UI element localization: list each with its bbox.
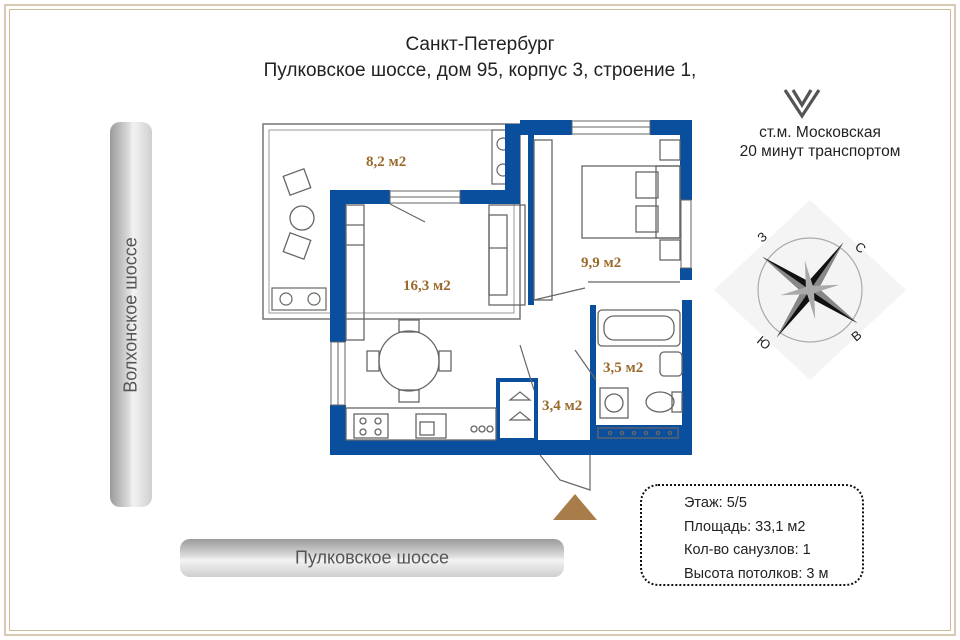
compass-rose-icon: З С В Ю	[714, 200, 906, 380]
info-ceiling: Высота потолков: 3 м	[684, 565, 829, 582]
page-frame-inner	[9, 9, 951, 631]
bedroom-wardrobe	[533, 139, 553, 301]
toilet	[645, 391, 675, 413]
road-pulkovskoe-label: Пулковское шоссе	[294, 547, 450, 568]
bathtub	[597, 309, 681, 347]
info-bathrooms: Кол-во санузлов: 1	[684, 542, 811, 558]
room-area-bedroom: 9,9 м2	[581, 255, 621, 271]
entrance-arrow-icon	[553, 494, 597, 520]
hallway-wardrobe	[508, 391, 532, 421]
room-area-balcony: 8,2 м2	[366, 154, 406, 170]
info-area: Площадь: 33,1 м2	[684, 518, 806, 535]
room-area-living: 16,3 м2	[403, 278, 451, 294]
washbasin	[659, 351, 683, 377]
room-area-hallway: 3,4 м2	[542, 398, 582, 414]
sink	[415, 413, 447, 439]
balcony-chair	[282, 168, 312, 196]
doors	[389, 203, 597, 491]
hob	[353, 413, 389, 439]
balcony-chair	[282, 232, 312, 260]
washer	[599, 387, 629, 419]
kitchen-counter	[345, 407, 497, 441]
apartment-info-box: Этаж: 5/5 Площадь: 33,1 м2 Кол-во санузл…	[640, 484, 864, 586]
metro-station: ст.м. Московская	[759, 124, 881, 141]
walls	[330, 120, 692, 455]
road-pulkovskoe: Пулковское шоссе	[180, 539, 564, 577]
dining-table	[378, 330, 440, 392]
bed	[581, 165, 681, 239]
living-furniture	[345, 204, 526, 441]
info-floor: Этаж: 5/5	[684, 495, 747, 511]
balcony	[262, 123, 521, 320]
address-title: Пулковское шоссе, дом 95, корпус 3, стро…	[263, 60, 697, 81]
metro-travel-time: 20 минут транспортом	[739, 143, 901, 160]
city-title: Санкт-Петербург	[405, 34, 555, 55]
wardrobe	[345, 204, 365, 341]
page-frame	[4, 4, 956, 636]
windows	[330, 120, 692, 406]
bathroom-fixtures	[597, 309, 683, 439]
room-area-bathroom: 3,5 м2	[603, 360, 643, 376]
bedroom-furniture	[533, 139, 681, 301]
metro-m-icon	[783, 89, 821, 119]
balcony-table	[289, 205, 315, 231]
road-volkhonskoe: Волхонское шоссе	[110, 122, 152, 507]
